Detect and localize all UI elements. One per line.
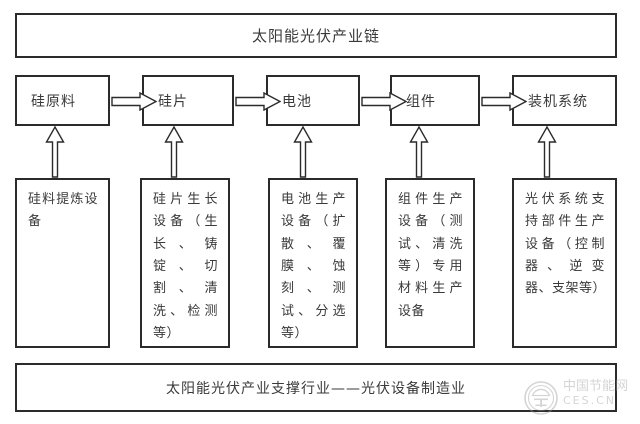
- equipment-box-wafer-growth[interactable]: 硅片生长设备（生长、铸锭、切割、清洗、检测等）: [140, 178, 230, 348]
- stage-box-wafer[interactable]: 硅片: [142, 75, 234, 126]
- stage-label: 硅片: [158, 93, 188, 110]
- arrow-right-icon: [481, 92, 527, 111]
- arrow-up-icon: [164, 126, 184, 178]
- equipment-box-system-support-components[interactable]: 光伏系统支持部件生产设备（控制器、逆变器、支架等）: [512, 178, 617, 348]
- diagram-footer-banner: 太阳能光伏产业支撑行业——光伏设备制造业: [15, 363, 617, 412]
- arrow-right-icon: [361, 92, 407, 111]
- stage-box-silicon-material[interactable]: 硅原料: [15, 75, 110, 126]
- arrow-right-icon: [235, 92, 281, 111]
- stage-box-installed-system[interactable]: 装机系统: [512, 75, 617, 126]
- equipment-label: 硅片生长设备（生长、铸锭、切割、清洗、检测等）: [153, 192, 218, 342]
- equipment-box-cell-production[interactable]: 电池生产设备（扩散、覆膜、蚀刻、测试、分选等）: [268, 178, 358, 348]
- equipment-box-module-production[interactable]: 组件生产设备（测试、清洗等）专用材料生产设备: [385, 178, 475, 348]
- stage-label: 电池: [282, 93, 312, 110]
- arrow-up-icon: [293, 126, 313, 178]
- stage-label: 组件: [406, 93, 436, 110]
- stage-label: 装机系统: [528, 93, 588, 110]
- arrow-up-icon: [537, 126, 557, 178]
- diagram-title-text: 太阳能光伏产业链: [251, 27, 380, 45]
- equipment-label: 硅料提炼设备: [28, 192, 98, 230]
- equipment-box-silicon-refining[interactable]: 硅料提炼设备: [15, 178, 110, 348]
- equipment-label: 光伏系统支持部件生产设备（控制器、逆变器、支架等）: [525, 192, 607, 297]
- diagram-footer-text: 太阳能光伏产业支撑行业——光伏设备制造业: [166, 380, 466, 397]
- equipment-label: 电池生产设备（扩散、覆膜、蚀刻、测试、分选等）: [281, 192, 346, 342]
- arrow-up-icon: [45, 126, 65, 178]
- arrow-right-icon: [111, 92, 157, 111]
- equipment-label: 组件生产设备（测试、清洗等）专用材料生产设备: [398, 192, 463, 319]
- arrow-up-icon: [409, 126, 429, 178]
- diagram-title-banner: 太阳能光伏产业链: [15, 13, 617, 58]
- stage-label: 硅原料: [31, 93, 76, 110]
